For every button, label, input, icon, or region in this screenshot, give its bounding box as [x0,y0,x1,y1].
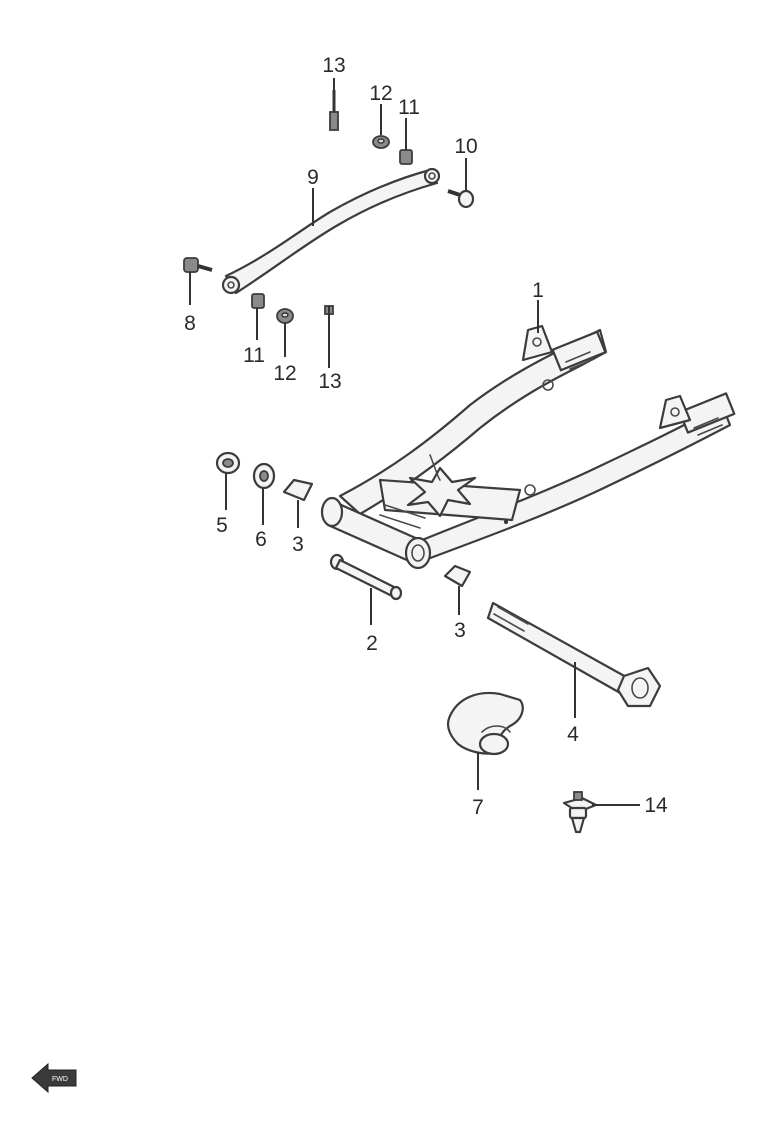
callout-12-bottom: 12 [273,362,296,385]
callout-3-left: 3 [292,533,304,556]
bolt-13-top [329,90,339,131]
callout-9: 9 [307,166,319,189]
front-arrow-icon: FWD [31,1062,77,1094]
callout-3-right: 3 [454,619,466,642]
bushing-3-right [443,564,472,588]
chain-guard-7-part [447,691,524,756]
callout-13-bottom: 13 [318,370,341,393]
clip-14-part [562,791,598,834]
washer-11-top [399,149,413,165]
nut-12-top [372,135,390,149]
callout-8: 8 [184,312,196,335]
nut-12-bottom [276,308,294,324]
pivot-pin-2-part [329,553,403,601]
bolt-10 [447,189,475,209]
washer-11-bottom [251,293,265,309]
bushing-3-left [282,478,314,502]
callout-5: 5 [216,514,228,537]
callout-2: 2 [366,632,378,655]
callout-11-top: 11 [398,96,420,119]
nut-5-part [215,451,241,475]
callout-11-bottom: 11 [243,344,265,367]
fwd-label: FWD [52,1076,68,1083]
callout-12-top: 12 [369,82,392,105]
stay-rod-part [221,167,441,295]
callout-1: 1 [532,279,544,302]
pivot-bolt-4-part [486,601,662,708]
bolt-8 [183,257,213,273]
callout-6: 6 [255,528,267,551]
washer-6-part [252,462,276,490]
callout-4: 4 [567,723,579,746]
bolt-13-bottom [324,305,334,368]
swing-arm-part [320,324,736,570]
callout-10: 10 [454,135,477,158]
callout-7: 7 [472,796,484,819]
callout-13-top: 13 [322,54,345,77]
callout-14: 14 [644,794,668,817]
